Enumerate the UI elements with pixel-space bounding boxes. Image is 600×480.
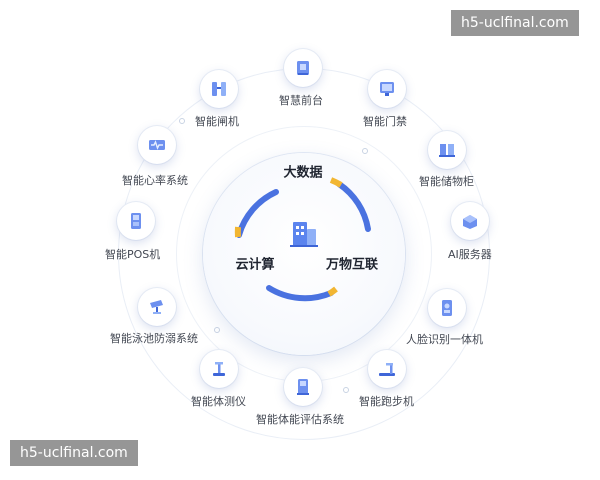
- core-circle: 大数据 云计算 万物互联: [203, 153, 405, 355]
- watermark-top: h5-uclfinal.com: [451, 10, 579, 36]
- node-label-face-recognition: 人脸识别一体机: [406, 333, 483, 346]
- orbit-dot: [362, 148, 368, 154]
- label-cloud-computing: 云计算: [235, 257, 275, 273]
- body-tester-icon: [213, 362, 225, 376]
- node-label-treadmill: 智能跑步机: [359, 395, 414, 408]
- treadmill-icon: [379, 363, 395, 376]
- pool-camera-icon: [150, 300, 163, 314]
- node-label-pos-machine: 智能POS机: [105, 248, 161, 261]
- building-icon: [290, 222, 318, 247]
- pos-machine-icon: [131, 213, 141, 229]
- core-arcs: [234, 177, 371, 302]
- node-label-heart-rate: 智能心率系统: [122, 174, 188, 187]
- node-label-fitness-assessment: 智能体能评估系统: [256, 413, 344, 426]
- arc-bottom-accent: [327, 286, 338, 297]
- node-label-front-desk: 智慧前台: [279, 94, 323, 107]
- watermark-bottom: h5-uclfinal.com: [10, 440, 138, 466]
- label-iot: 万物互联: [325, 257, 379, 273]
- node-label-access-gate: 智能门禁: [363, 115, 407, 128]
- orbit-dot: [179, 118, 185, 124]
- heart-rate-monitor-icon: [149, 140, 165, 150]
- front-desk-icon: [297, 61, 309, 75]
- access-gate-icon: [380, 82, 394, 96]
- orbit-dot: [214, 327, 220, 333]
- arc-upper-right-accent: [329, 177, 343, 188]
- node-label-turnstile: 智能闸机: [195, 115, 239, 128]
- label-big-data: 大数据: [283, 165, 323, 181]
- node-label-pool-anti-drowning: 智能泳池防溺系统: [110, 332, 198, 345]
- ai-server-icon: [463, 215, 477, 229]
- arc-upper-left: [236, 189, 279, 238]
- locker-icon: [439, 144, 455, 157]
- turnstile-icon: [212, 82, 226, 96]
- arc-upper-right: [336, 181, 371, 232]
- orbit-dot: [343, 387, 349, 393]
- node-label-body-tester: 智能体测仪: [191, 395, 246, 408]
- arc-bottom: [266, 285, 334, 302]
- node-label-locker: 智能储物柜: [419, 175, 474, 188]
- face-recognition-icon: [442, 300, 452, 316]
- node-label-ai-server: AI服务器: [448, 248, 492, 261]
- fitness-assessment-icon: [297, 379, 309, 395]
